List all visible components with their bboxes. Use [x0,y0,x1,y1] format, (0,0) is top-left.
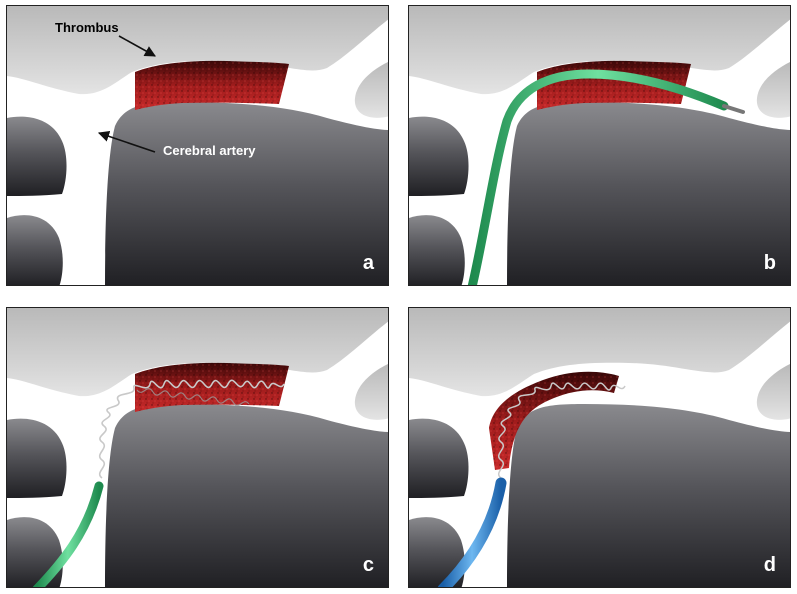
lower-left-tissue-top [7,418,67,498]
lower-main-tissue [507,404,790,587]
panel-b-illustration [409,6,790,285]
microcatheter [467,69,729,285]
lower-main-tissue [105,404,388,587]
panel-a-illustration [7,6,388,285]
lower-left-tissue-bottom [409,517,465,587]
lower-left-tissue-bottom [409,215,465,285]
stent-retriever [98,379,285,479]
lower-left-tissue-top [7,116,67,196]
microcatheter-tip [722,104,745,114]
panel-c: c [6,307,389,588]
thrombus-arrow [118,35,156,57]
upper-tissue [409,308,790,397]
panel-label-c: c [362,554,374,576]
lower-left-tissue-top [409,418,469,498]
panel-d-illustration [409,308,790,587]
upper-right-lobe [354,62,388,118]
thrombus-label: Thrombus [55,20,119,35]
panel-label-b: b [763,252,776,274]
stent-retriever [498,382,626,479]
thrombus-clot [135,362,289,412]
cerebral-artery-label: Cerebral artery [163,143,256,158]
lower-left-tissue-bottom [7,215,63,285]
panel-a: Thrombus Cerebral artery a [6,5,389,286]
upper-tissue [7,6,388,95]
aspiration-catheter [437,477,507,587]
upper-right-lobe [354,364,388,420]
artery-arrow [97,130,156,153]
upper-right-lobe [756,62,790,118]
upper-tissue [409,6,790,95]
thrombus-clot [135,60,289,110]
panel-b: b [408,5,791,286]
upper-tissue [7,308,388,397]
panel-label-d: d [763,554,776,576]
lower-main-tissue [507,102,790,285]
upper-right-lobe [756,364,790,420]
lower-main-tissue [105,102,388,285]
panel-c-illustration [7,308,388,587]
panel-d: d [408,307,791,588]
lower-left-tissue-top [409,116,469,196]
microcatheter [32,481,104,587]
panel-label-a: a [362,252,374,274]
